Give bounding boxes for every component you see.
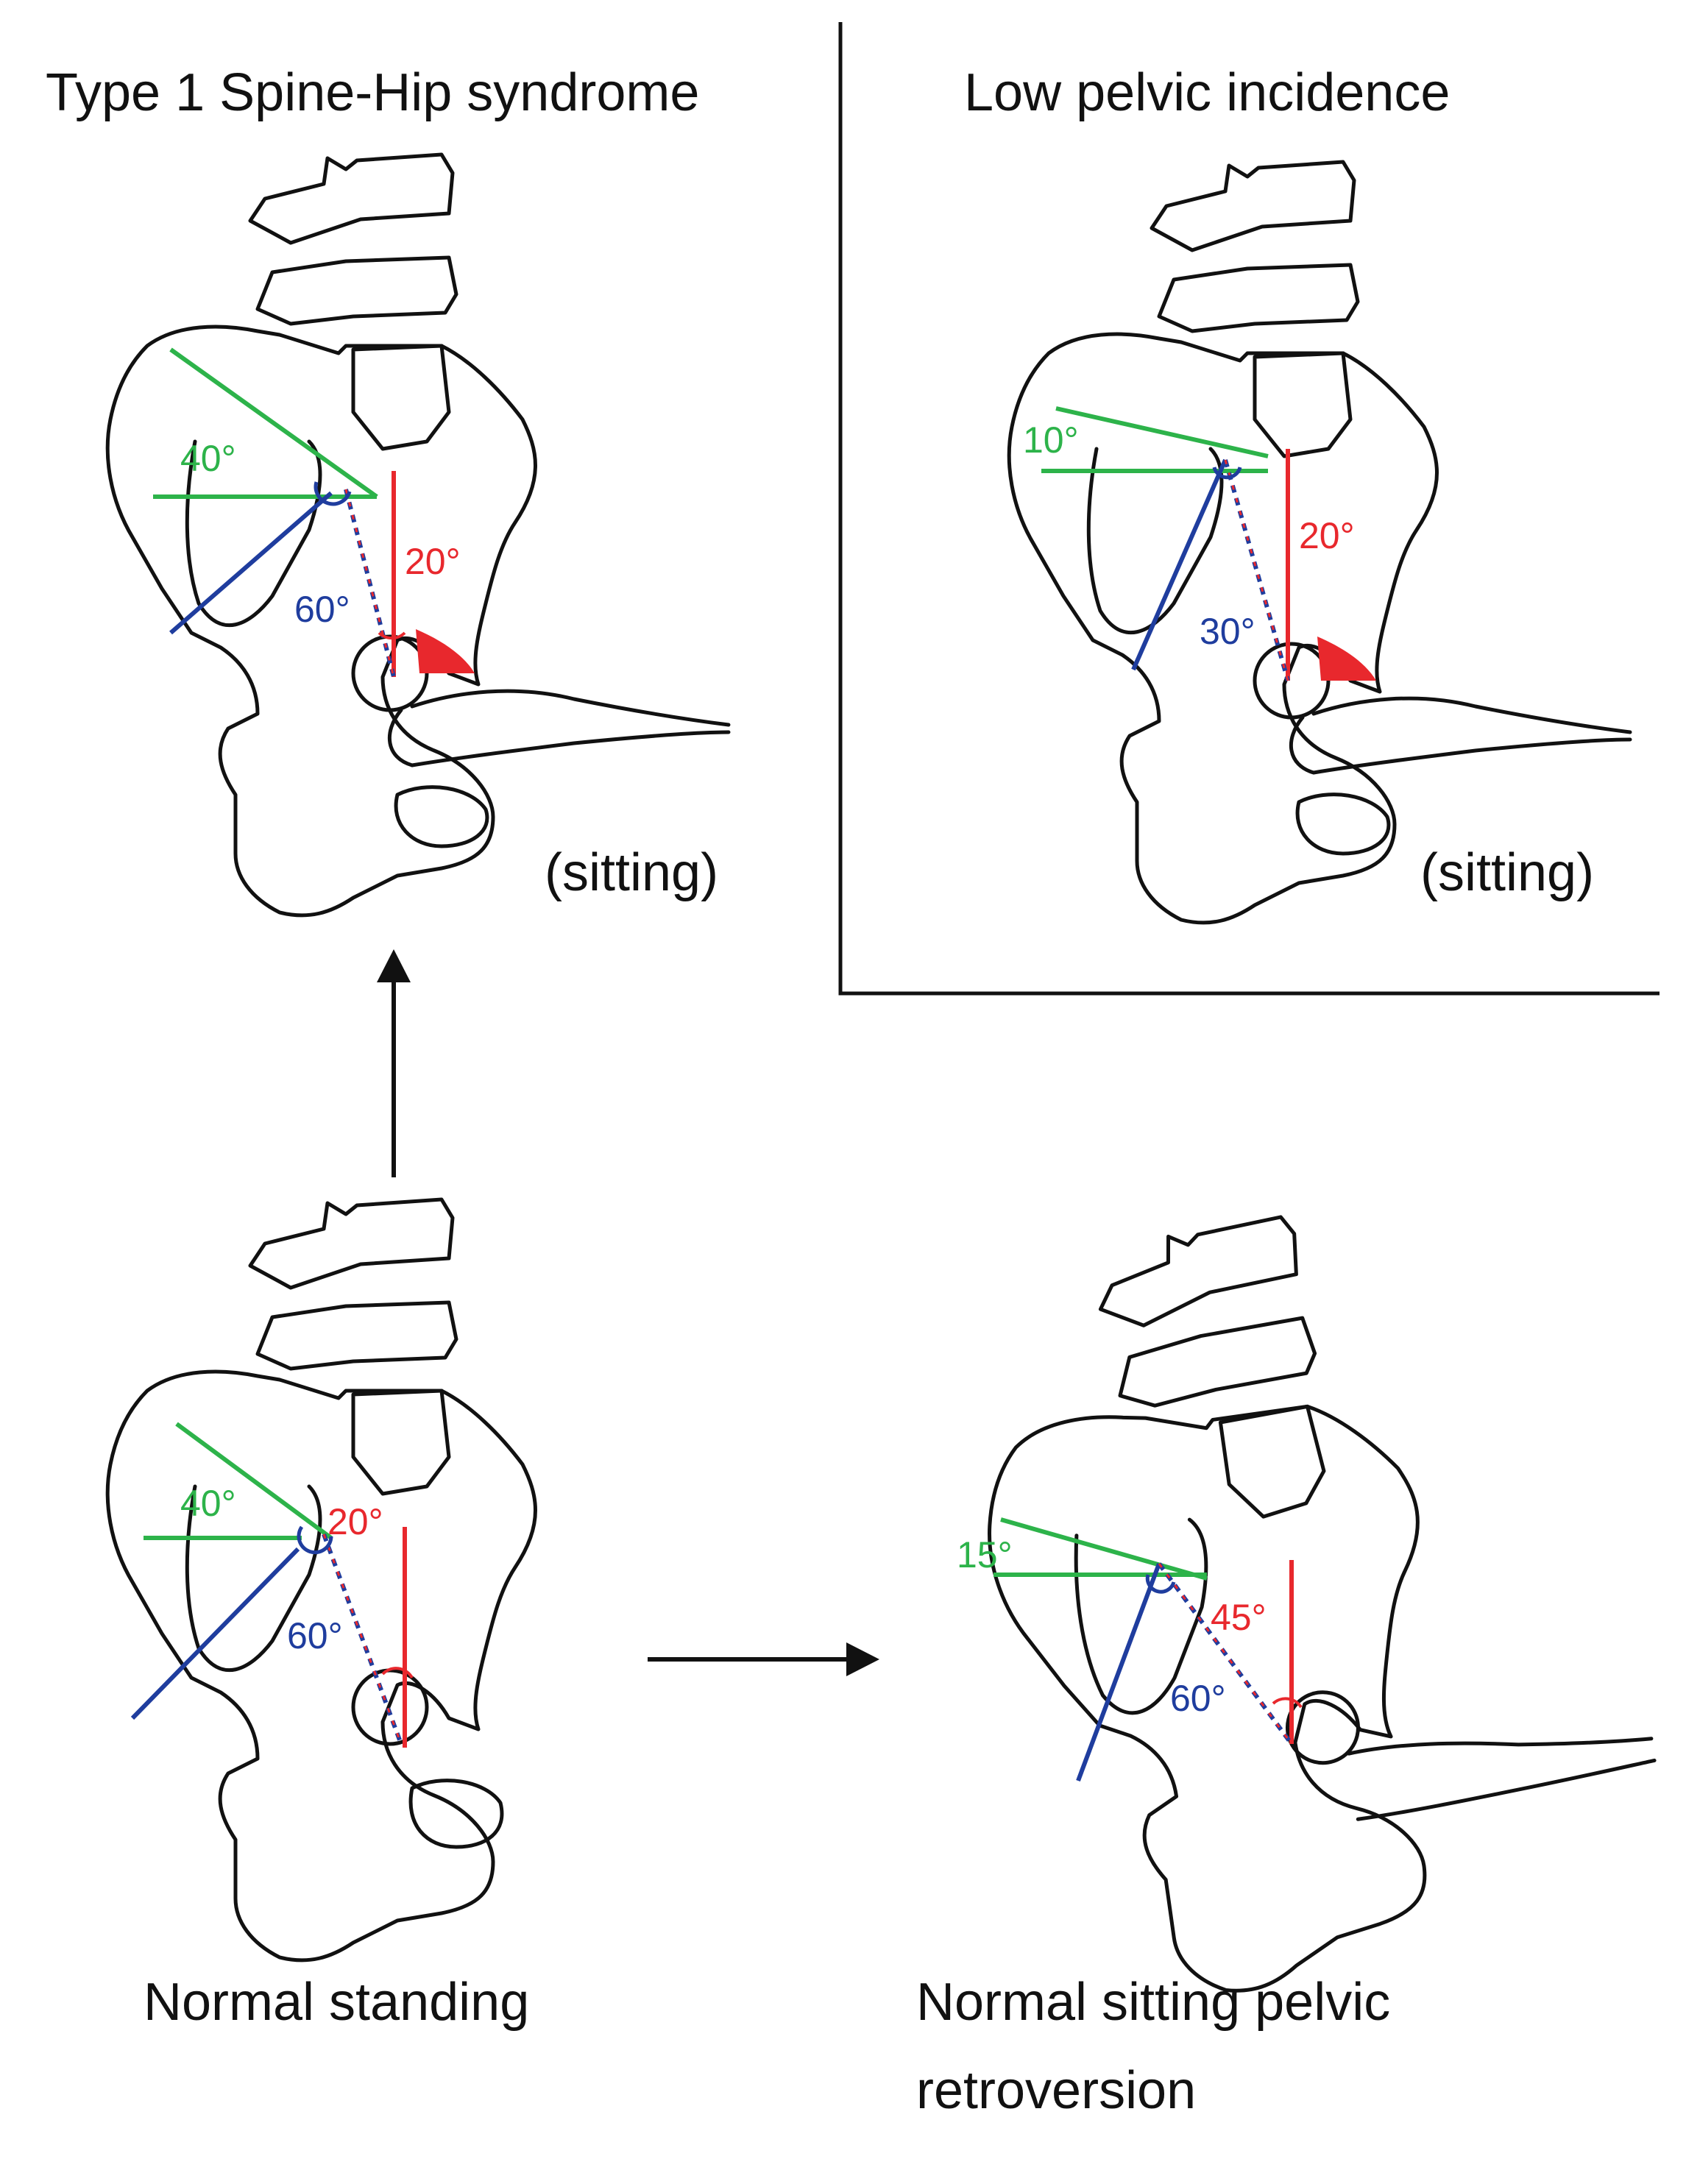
pelvic-tilt-label-standing: 20° — [327, 1501, 383, 1542]
pelvic-incidence-label-low-pi: 30° — [1200, 611, 1255, 652]
panel-frame — [838, 22, 1660, 996]
caption-normal-sitting-line2: retroversion — [916, 2061, 1196, 2120]
pelvis-drawing-type1: 40° 20° 60° — [105, 152, 731, 918]
sacral-slope-label-sitting: 15° — [957, 1534, 1013, 1575]
posture-label-type1: (sitting) — [545, 843, 718, 902]
caption-normal-standing: Normal standing — [144, 1973, 529, 2032]
pelvic-incidence-label-standing: 60° — [287, 1615, 343, 1656]
arrow-up — [377, 949, 411, 1177]
pelvic-tilt-label-low-pi: 20° — [1299, 515, 1355, 556]
posture-label-low-pi: (sitting) — [1420, 843, 1594, 902]
pelvic-tilt-label-type1: 20° — [405, 541, 461, 582]
arrow-right — [648, 1642, 879, 1676]
pelvic-tilt-label-sitting: 45° — [1211, 1597, 1267, 1638]
pelvic-incidence-label-sitting: 60° — [1170, 1678, 1226, 1719]
sacral-slope-label-standing: 40° — [180, 1483, 236, 1524]
angle-lines-sitting — [993, 1517, 1303, 1782]
pelvic-incidence-label-type1: 60° — [294, 589, 350, 630]
title-low-pelvic-incidence: Low pelvic incidence — [964, 63, 1450, 122]
pelvis-drawing-sitting — [988, 1215, 1657, 1993]
pelvis-drawing-standing: 40° 20° 60° — [105, 1197, 537, 1963]
sacral-slope-label-type1: 40° — [180, 438, 236, 479]
title-type1-spine-hip-syndrome: Type 1 Spine-Hip syndrome — [46, 63, 699, 122]
acetabular-coverage-low-pi — [1317, 637, 1376, 681]
caption-normal-sitting-line1: Normal sitting pelvic — [916, 1973, 1390, 2032]
acetabular-coverage-type1 — [416, 629, 475, 673]
pelvis-drawing-low-pi: 10° 20° 30° — [1007, 160, 1632, 925]
sacral-slope-label-low-pi: 10° — [1023, 419, 1079, 461]
